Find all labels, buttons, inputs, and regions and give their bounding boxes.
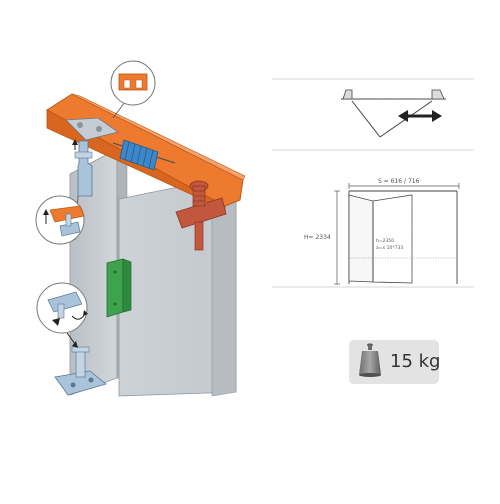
door-hinge [106,258,132,318]
bottom-pivot [54,329,107,396]
top-pin [72,139,93,197]
weight-capacity-label: 15 kg [390,351,441,372]
inner-dimension-label-1: h=2350 [376,239,395,244]
height-dimension-label: H= 2334 [304,234,331,241]
callout-rail-profile [110,60,156,119]
slide-direction-arrow [398,110,442,122]
front-view-diagram [272,183,474,288]
callout-bottom-pivot [36,282,88,334]
top-view-diagram [272,78,474,151]
width-dimension-label: S = 616 / 716 [378,178,420,185]
spring [112,139,176,171]
callout-top-pin [35,195,85,245]
inner-dimension-label-2: a=x 10*733 [376,246,404,251]
pivot-bolt [175,180,227,251]
right-door-panel [118,179,237,397]
weight-icon [349,340,439,384]
rail-bracket-plate [65,117,119,141]
